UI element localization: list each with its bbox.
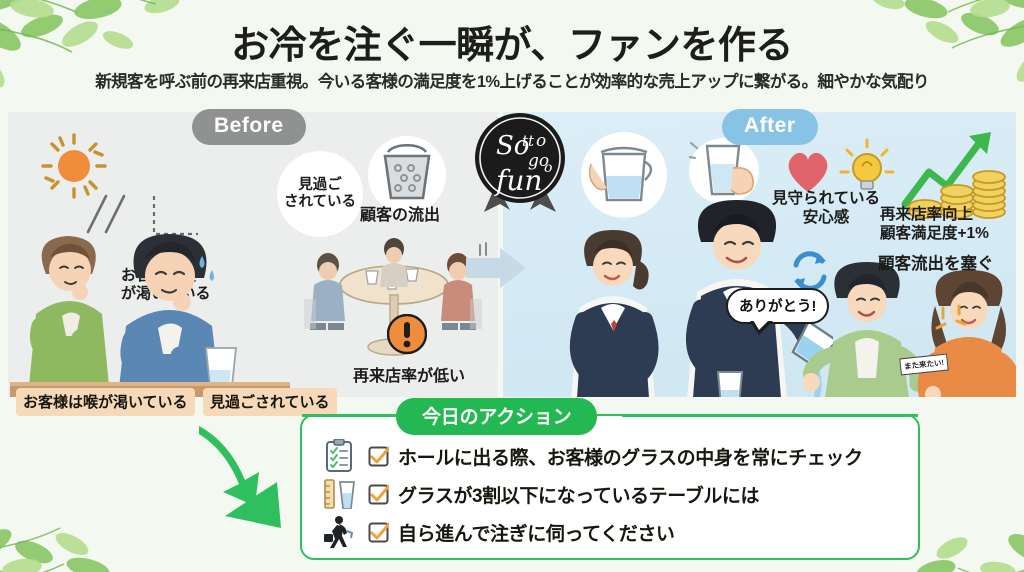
- sweat-drop-icon: [199, 256, 214, 281]
- after-icon-hand-glass-circle: [689, 138, 759, 204]
- before-caption-1: お客様は喉が渇いている: [16, 388, 195, 416]
- heart-icon: [788, 152, 828, 192]
- after-glass-on-table: [716, 371, 744, 397]
- exclamation-icon: [387, 314, 427, 354]
- water-pitcher-icon: [589, 146, 653, 202]
- growth-chart-icon: [901, 132, 991, 208]
- action-item-1-text: ホールに出る際、お客様のグラスの中身を常にチェック: [398, 447, 863, 469]
- dotted-pointer: [152, 196, 198, 236]
- action-box-title: 今日のアクション: [396, 398, 598, 435]
- coin-stack-icon: [908, 170, 1006, 219]
- sotto-go-fun-badge: So tt o go o fun: [466, 110, 574, 214]
- action-title-wing-right: [622, 414, 918, 417]
- before-caption-2: 見過ごされている: [203, 388, 337, 416]
- after-label-safety: 見守られている 安心感: [771, 190, 881, 227]
- walking-staff-icon: [324, 516, 354, 548]
- checkbox-checked-icon[interactable]: [368, 484, 389, 505]
- after-staff-man-pouring: [686, 200, 833, 397]
- before-bubble-line1: 見過ご: [298, 176, 342, 193]
- after-metrics: 再来店率向上 顧客満足度+1%: [880, 206, 989, 243]
- svg-text:tt: tt: [522, 132, 535, 150]
- after-panel: 見守られている 安心感: [503, 112, 1016, 397]
- page-title: お冷を注ぐ一瞬が、ファンを作る: [231, 25, 793, 67]
- svg-text:o: o: [544, 160, 552, 176]
- checkbox-checked-icon[interactable]: [368, 446, 389, 467]
- before-table-scene: [304, 238, 487, 356]
- lightbulb-icon: [839, 138, 895, 190]
- action-item-2[interactable]: グラスが3割以下になっているテーブルには: [322, 476, 760, 512]
- action-item-1[interactable]: ホールに出る際、お客様のグラスの中身を常にチェック: [322, 438, 863, 474]
- after-speech-thanks: ありがとう!: [726, 288, 830, 335]
- svg-text:go: go: [528, 151, 549, 171]
- svg-text:fun: fun: [494, 164, 542, 197]
- svg-text:o: o: [536, 131, 546, 151]
- today-action-box: ホールに出る際、お客様のグラスの中身を常にチェック グラスが3割以下になっている…: [300, 414, 920, 560]
- before-to-after-arrow: [466, 248, 526, 288]
- before-badge: Before: [192, 109, 306, 145]
- after-label-safety-line1: 見守られている: [771, 190, 881, 207]
- green-arrow-icon: [199, 426, 281, 528]
- after-label-safety-line2: 安心感: [802, 208, 850, 226]
- after-badge: After: [722, 109, 818, 145]
- before-panel: お客様は喉 が渇いている 見過ご されている: [8, 112, 498, 397]
- action-item-2-text: グラスが3割以下になっているテーブルには: [398, 485, 760, 507]
- ruler-glass-icon: [324, 479, 356, 509]
- after-metric-2: 顧客満足度+1%: [880, 224, 989, 242]
- clipboard-checklist-icon: [326, 439, 352, 472]
- after-metric-1: 再来店率向上: [880, 206, 974, 223]
- before-customer-pair: [10, 234, 290, 397]
- heat-ray-lines: [86, 194, 126, 234]
- after-icon-pitcher-circle: [581, 132, 667, 218]
- before-icon-bucket-circle: [368, 136, 446, 214]
- hand-holding-glass-icon: [689, 141, 755, 196]
- page-subtitle: 新規客を呼ぶ前の再来店重視。今いる客様の満足度を1%上げることが効率的な売上アッ…: [95, 73, 929, 91]
- sun-icon: [41, 133, 107, 199]
- before-label-churn: 顧客の流出: [360, 207, 441, 224]
- leaf-decoration-bottom-left: [0, 442, 184, 572]
- checkbox-checked-icon[interactable]: [368, 522, 389, 543]
- sparkle-icon: [935, 304, 967, 330]
- before-bubble-line2: されている: [283, 194, 357, 210]
- logo-line-1: So: [496, 131, 529, 161]
- before-label-low-return: 再来店率が低い: [353, 368, 466, 385]
- leaking-bucket-icon: [383, 144, 431, 200]
- after-staff-woman: [569, 230, 659, 397]
- action-title-wing-left: [302, 414, 398, 417]
- action-item-3[interactable]: 自ら進んで注ぎに伺ってください: [322, 514, 675, 550]
- action-item-3-text: 自ら進んで注ぎに伺ってください: [398, 523, 675, 545]
- before-bubble-overlooked: 見過ご されている: [277, 151, 363, 237]
- after-metric-3: 顧客流出を塞ぐ: [878, 255, 994, 273]
